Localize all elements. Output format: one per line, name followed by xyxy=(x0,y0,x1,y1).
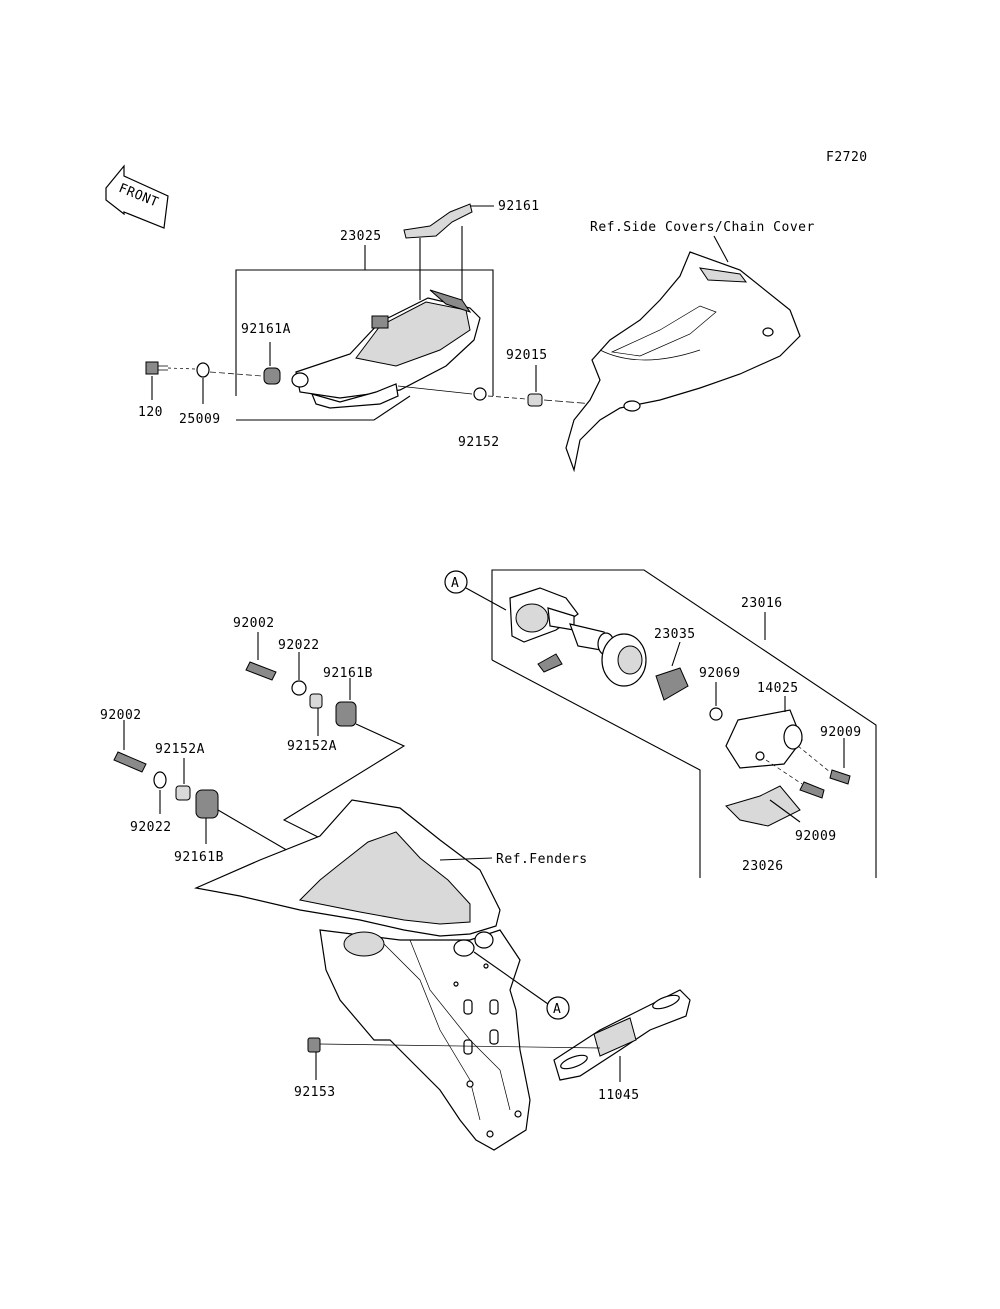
side-cover-outline xyxy=(565,235,801,473)
label-23025: 23025 xyxy=(340,229,382,244)
nut-92015 xyxy=(487,365,621,407)
label-25009: 25009 xyxy=(179,412,221,427)
ref-fenders: Ref.Fenders xyxy=(496,852,588,867)
grommet-92161B-lower xyxy=(195,789,291,853)
front-arrow-icon: FRONT xyxy=(105,164,169,229)
collar-92152A-upper xyxy=(309,693,323,736)
label-11045: 11045 xyxy=(598,1088,640,1103)
screw-92002-lower xyxy=(113,720,147,773)
lamp-ring-23035 xyxy=(601,633,689,701)
license-bracket-11045 xyxy=(553,989,691,1082)
bolt-120 xyxy=(145,361,168,400)
ref-fenders-leader xyxy=(439,857,493,861)
label-92002-upper: 92002 xyxy=(233,616,275,631)
label-92152: 92152 xyxy=(458,435,500,450)
washer-92022-upper xyxy=(291,652,307,696)
bolt-92153 xyxy=(307,1037,601,1080)
tail-lamp-housing xyxy=(291,289,481,409)
callout-a-top: A xyxy=(444,570,507,611)
lens-14025 xyxy=(725,696,803,769)
label-92161-top: 92161 xyxy=(498,199,540,214)
label-92022-upper: 92022 xyxy=(278,638,320,653)
label-92009-b: 92009 xyxy=(795,829,837,844)
svg-text:A: A xyxy=(451,576,459,591)
reflector-23026 xyxy=(725,785,801,827)
ref-side-covers: Ref.Side Covers/Chain Cover xyxy=(590,220,815,235)
lamp-socket-base xyxy=(509,587,579,643)
assembly-bracket-23016 xyxy=(491,569,877,878)
label-92022-lower: 92022 xyxy=(130,820,172,835)
washer-92022-lower xyxy=(153,771,167,814)
label-120: 120 xyxy=(138,405,163,420)
washer-25009 xyxy=(167,362,263,404)
svg-text:A: A xyxy=(553,1002,561,1017)
label-14025: 14025 xyxy=(757,681,799,696)
collar-92152 xyxy=(397,385,487,401)
label-92009-a: 92009 xyxy=(820,725,862,740)
label-92152A-upper: 92152A xyxy=(287,739,337,754)
label-23016: 23016 xyxy=(741,596,783,611)
label-92153: 92153 xyxy=(294,1085,336,1100)
screw-92002-upper xyxy=(245,632,277,681)
label-92161A: 92161A xyxy=(241,322,291,337)
label-92015: 92015 xyxy=(506,348,548,363)
callout-a-bottom: A xyxy=(473,951,570,1020)
strap-92161 xyxy=(403,203,494,300)
rear-fender xyxy=(193,799,531,1151)
screw-92009-b xyxy=(765,759,825,799)
collar-92152A-lower xyxy=(175,758,191,801)
grommet-92161A xyxy=(263,342,281,385)
label-92161B-lower: 92161B xyxy=(174,850,224,865)
bulb-92069 xyxy=(709,682,723,721)
label-92161B-upper: 92161B xyxy=(323,666,373,681)
screw-92009-a xyxy=(797,738,851,785)
grommet-92161B-upper xyxy=(282,678,406,849)
label-92152A-lower: 92152A xyxy=(155,742,205,757)
label-23026: 23026 xyxy=(742,859,784,874)
label-92002-lower: 92002 xyxy=(100,708,142,723)
assembly-bracket-23025 xyxy=(235,245,494,421)
figure-code: F2720 xyxy=(826,150,868,165)
label-23035: 23035 xyxy=(654,627,696,642)
label-92069: 92069 xyxy=(699,666,741,681)
